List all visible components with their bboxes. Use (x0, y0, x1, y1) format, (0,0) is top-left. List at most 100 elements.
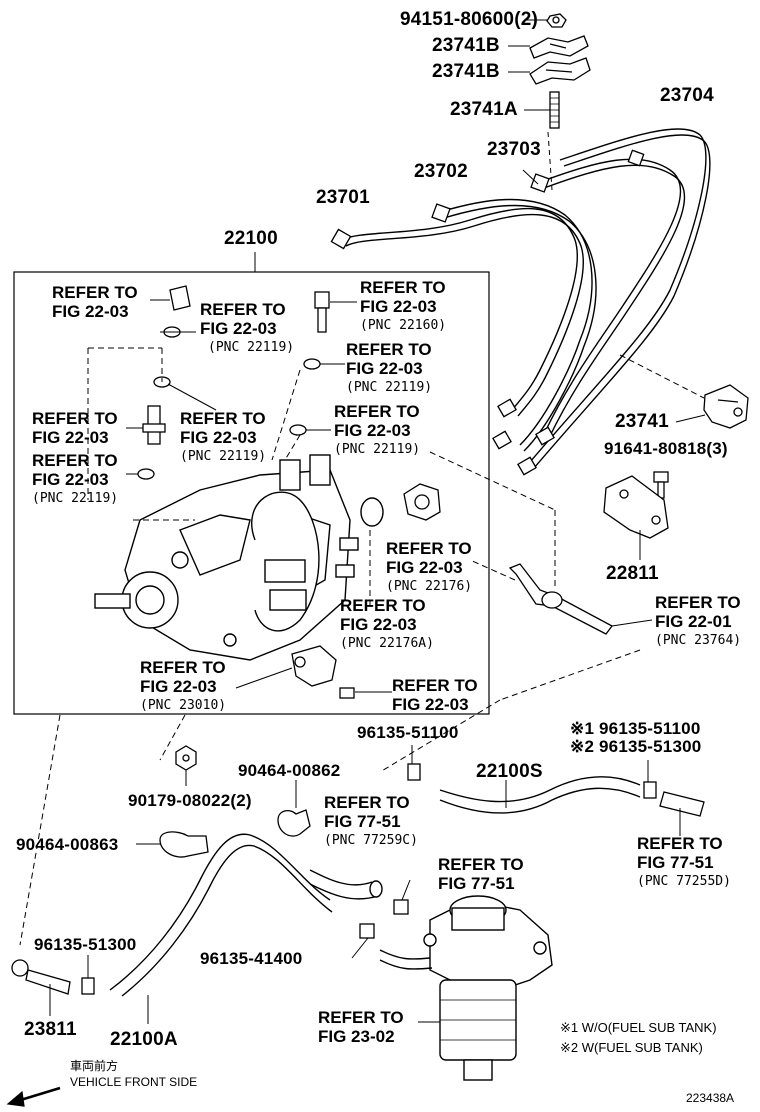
part-number-label: 91641-80818(3) (604, 439, 728, 458)
refer-line1: REFER TO (637, 834, 723, 853)
part-number-label: 90179-08022(2) (128, 791, 252, 810)
refer-pnc: (PNC 23764) (655, 633, 742, 648)
refer-to-callout[interactable]: REFER TO FIG 22-03 (PNC 22119) (334, 402, 420, 459)
fuel-filter-icon (423, 895, 553, 1081)
refer-line1: REFER TO (386, 539, 472, 558)
refer-to-callout[interactable]: REFER TO FIG 22-03 (PNC 23010) (140, 658, 226, 715)
refer-to-callout[interactable]: REFER TO FIG 22-01 (PNC 23764) (655, 593, 741, 650)
part-number-label: 23703 (487, 139, 541, 160)
hose-clamp-icon (407, 763, 657, 799)
part-number-label: 23702 (414, 161, 468, 182)
part-number-label: 23741 (615, 411, 669, 432)
refer-pnc: (PNC 22176A) (340, 636, 434, 651)
nut-icon (546, 13, 567, 28)
part-number-label: ※1 96135-51100 (570, 719, 701, 738)
clamp-upper-icon (529, 35, 589, 59)
refer-line1: REFER TO (140, 658, 226, 677)
hose-22100A (109, 833, 333, 997)
part-number-label: 23741A (450, 99, 518, 120)
refer-line1: REFER TO (360, 278, 446, 297)
refer-line1: REFER TO (318, 1008, 404, 1027)
o-ring-icon (360, 497, 384, 527)
refer-line1: REFER TO (200, 300, 286, 319)
pipe-stub-icon (659, 791, 705, 817)
part-number-label: 22811 (606, 563, 659, 584)
cap-icon (169, 285, 191, 311)
refer-line2: FIG 77-51 (438, 874, 515, 893)
bracket-22811-icon (603, 475, 669, 539)
part-number-label: 94151-80600(2) (400, 9, 539, 30)
refer-pnc: (PNC 22176) (386, 579, 473, 594)
refer-pnc: (PNC 77259C) (324, 833, 418, 848)
refer-pnc: (PNC 23010) (140, 698, 227, 713)
refer-to-callout[interactable]: REFER TO FIG 22-03 (PNC 22119) (346, 340, 432, 397)
part-number-label: 22100S (476, 761, 543, 782)
part-number-label: 23701 (316, 187, 370, 208)
refer-line1: REFER TO (52, 283, 138, 302)
nut-90179-icon (175, 745, 197, 771)
pump-assembly-frame (13, 271, 490, 715)
clip-90464-00862-icon (277, 809, 311, 837)
refer-line2: FIG 23-02 (318, 1027, 395, 1046)
refer-line1: REFER TO (324, 793, 410, 812)
refer-line2: FIG 22-03 (340, 615, 417, 634)
valve-icon (314, 291, 330, 333)
refer-to-callout[interactable]: REFER TO FIG 22-03 (PNC 22176A) (340, 596, 434, 653)
part-number-label: 22100A (110, 1029, 178, 1050)
refer-line2: FIG 22-03 (360, 297, 437, 316)
bracket-23741-icon (703, 384, 749, 429)
hose-segment-icon (309, 869, 383, 900)
refer-pnc: (PNC 22119) (208, 340, 295, 355)
part-number-label: 90464-00863 (16, 835, 119, 854)
part-number-label: 23811 (24, 1019, 77, 1040)
refer-line2: FIG 22-03 (180, 428, 257, 447)
part-number-label: 96135-51300 (34, 935, 137, 954)
refer-to-callout[interactable]: REFER TO FIG 23-02 (318, 1008, 404, 1046)
refer-pnc: (PNC 22119) (334, 442, 421, 457)
part-number-label: ※2 96135-51300 (570, 737, 702, 756)
refer-to-callout[interactable]: REFER TO FIG 22-03 (392, 676, 478, 714)
washer-icon-5 (289, 424, 307, 436)
refer-line2: FIG 22-03 (334, 421, 411, 440)
part-number-label: 23741B (432, 35, 500, 56)
injection-pipes (341, 128, 711, 469)
refer-line1: REFER TO (32, 409, 118, 428)
part-number-label: 23741B (432, 61, 500, 82)
part-number-label: 23704 (660, 85, 714, 106)
refer-line2: FIG 22-03 (346, 359, 423, 378)
stud-bolt-icon (549, 91, 560, 129)
fitting-icon (508, 563, 613, 635)
refer-line1: REFER TO (180, 409, 266, 428)
refer-line2: FIG 77-51 (324, 812, 401, 831)
refer-line1: REFER TO (32, 451, 118, 470)
banjo-bolt-icon (142, 405, 166, 445)
refer-line2: FIG 22-01 (655, 612, 732, 631)
refer-line1: REFER TO (392, 676, 478, 695)
refer-line2: FIG 22-03 (140, 677, 217, 696)
part-number-label: 22100 (224, 228, 278, 249)
refer-to-callout[interactable]: REFER TO FIG 22-03 (PNC 22119) (200, 300, 294, 357)
footnote-2: ※2 W(FUEL SUB TANK) (560, 1040, 703, 1055)
refer-to-callout[interactable]: REFER TO FIG 22-03 (PNC 22119) (180, 409, 266, 466)
injection-pump-icon (94, 454, 359, 661)
refer-to-callout[interactable]: REFER TO FIG 22-03 (PNC 22119) (32, 451, 118, 508)
refer-to-callout[interactable]: REFER TO FIG 22-03 (52, 283, 138, 321)
refer-line1: REFER TO (334, 402, 420, 421)
refer-to-callout[interactable]: REFER TO FIG 22-03 (PNC 22176) (386, 539, 472, 596)
clip-90464-00863-icon (159, 831, 209, 858)
refer-to-callout[interactable]: REFER TO FIG 77-51 (PNC 77259C) (324, 793, 418, 850)
part-number-label: 90464-00862 (238, 761, 341, 780)
refer-line2: FIG 22-03 (52, 302, 129, 321)
refer-pnc: (PNC 22119) (346, 380, 433, 395)
direction-label-en: VEHICLE FRONT SIDE (70, 1075, 198, 1089)
refer-to-callout[interactable]: REFER TO FIG 22-03 (PNC 22160) (360, 278, 446, 335)
fuel-pipe-23811-icon (11, 959, 71, 995)
refer-pnc: (PNC 22119) (180, 449, 267, 464)
refer-to-callout[interactable]: REFER TO FIG 22-03 (32, 409, 118, 447)
solenoid-valve-icon (291, 645, 355, 699)
refer-to-callout[interactable]: REFER TO FIG 77-51 (438, 855, 524, 893)
refer-to-callout[interactable]: REFER TO FIG 77-51 (PNC 77255D) (637, 834, 731, 891)
clamp-lower-icon (529, 57, 591, 85)
refer-pnc: (PNC 22119) (32, 491, 119, 506)
